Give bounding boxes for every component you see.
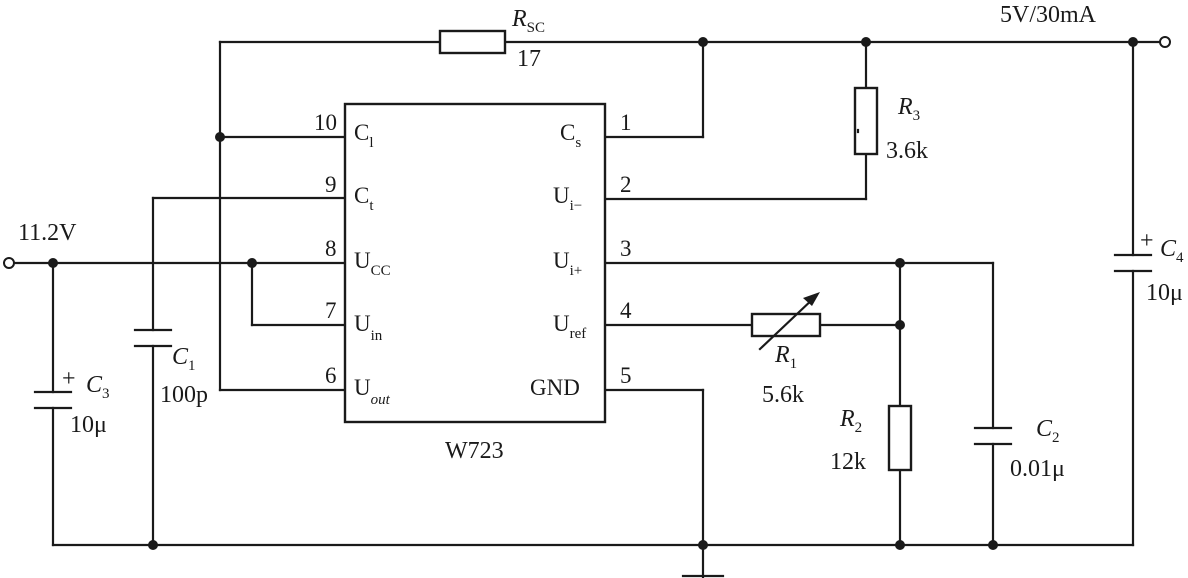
pin-number: 3 (620, 236, 632, 261)
pin-label: Uin (354, 311, 383, 344)
c3-value: 10μ (70, 412, 107, 438)
capacitor-c4 (1113, 253, 1153, 273)
r1-label: R1 (774, 342, 797, 372)
capacitor-c2 (973, 426, 1013, 446)
rsc-value: 17 (517, 46, 541, 72)
variable-arrow (758, 294, 818, 351)
r3-label: R3 (897, 94, 920, 124)
pin-number: 9 (325, 172, 337, 197)
output-terminal (1159, 36, 1171, 48)
pin-label: UCC (354, 248, 391, 279)
capacitor-c3 (33, 390, 73, 410)
output-spec-label: 5V/30mA (1000, 2, 1097, 28)
input-voltage-label: 11.2V (18, 220, 77, 246)
pin-label: GND (530, 375, 580, 400)
pin-number: 5 (620, 363, 632, 388)
variable-arrow-head (803, 292, 820, 306)
r2-value: 12k (830, 449, 866, 475)
c1-label: C1 (172, 344, 196, 374)
r1-value: 5.6k (762, 382, 804, 408)
junctions (48, 37, 1138, 550)
r3-value: 3.6k (886, 138, 928, 164)
pin-number: 4 (620, 298, 632, 323)
c4-label: C4 (1160, 236, 1184, 266)
rsc-label: RSC (511, 6, 545, 36)
c2-value: 0.01μ (1010, 456, 1065, 482)
resistor-rsc (438, 29, 507, 55)
pin-label: Cl (354, 120, 374, 151)
resistor-r2 (887, 404, 913, 472)
capacitor-c1 (133, 328, 173, 348)
pin-number: 6 (325, 363, 337, 388)
pin-label: Uout (354, 375, 391, 408)
pin-label: Ui+ (553, 248, 582, 279)
ic-name: W723 (445, 438, 504, 464)
pin-number: 2 (620, 172, 632, 197)
c4-value: 10μ (1146, 280, 1183, 306)
pin-number: 10 (314, 110, 337, 135)
pin-number: 7 (325, 298, 337, 323)
pin-label: Cs (560, 120, 581, 151)
c3-polarity: + (62, 366, 76, 392)
pin-label: Uref (553, 311, 586, 342)
c3-label: C3 (86, 372, 110, 402)
pin-number: 8 (325, 236, 337, 261)
ic-w723-body (343, 102, 607, 424)
input-terminal (3, 257, 15, 269)
resistor-r3 (853, 86, 879, 156)
pin-number: 1 (620, 110, 632, 135)
r2-label: R2 (839, 406, 862, 436)
pin-label: Ui− (553, 183, 582, 214)
pin-label: Ct (354, 183, 374, 214)
wires (12, 40, 1162, 578)
c1-value: 100p (160, 382, 208, 408)
c2-label: C2 (1036, 416, 1060, 446)
c4-polarity: + (1140, 228, 1154, 254)
